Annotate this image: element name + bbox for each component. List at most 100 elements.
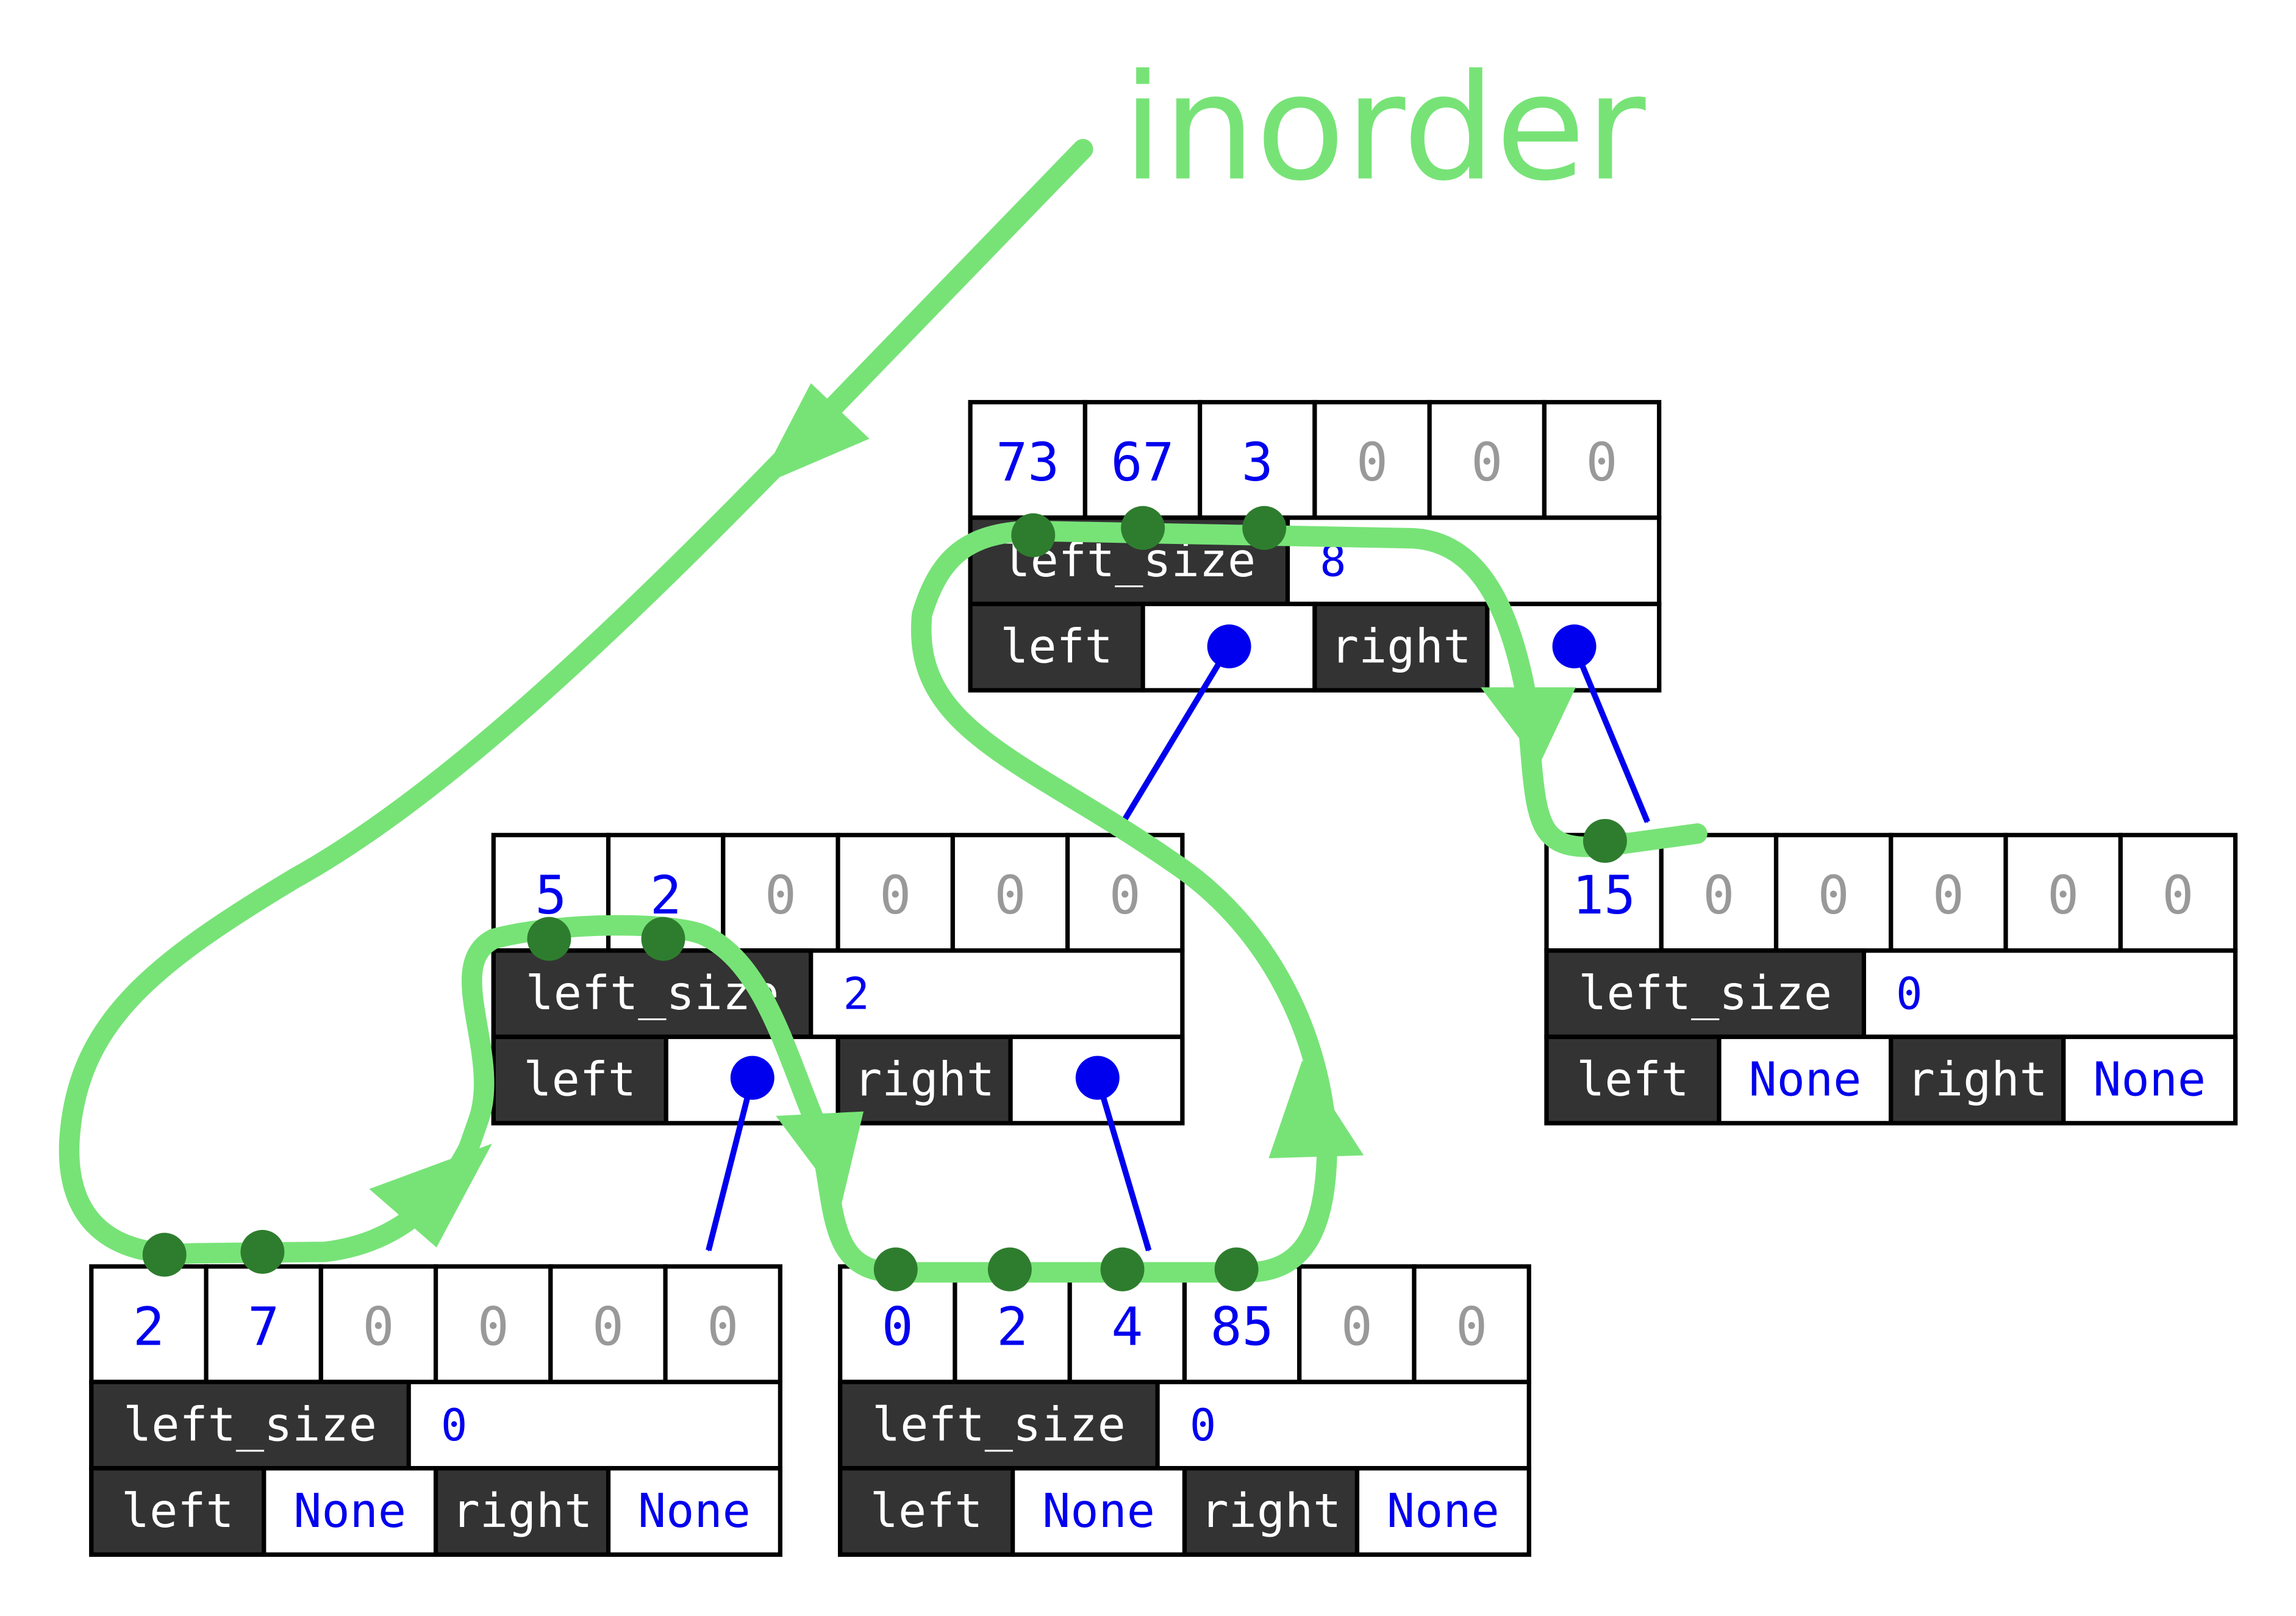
key-value: 0 [1703,865,1734,926]
visit-dot [527,917,571,961]
left-child-cell [1717,1034,1894,1126]
right-label-cell [433,1466,611,1557]
traversal-path [59,138,1708,1283]
visit-dot [240,1229,285,1274]
key-value: 0 [2047,865,2079,926]
key-value: 7 [248,1296,279,1357]
key-value: 0 [2162,865,2194,926]
right-child-cell [2061,1034,2238,1126]
left-size-value: 2 [843,968,869,1020]
visit-dot [1100,1247,1145,1292]
right-label: right [1907,1053,2048,1107]
key-value: 5 [535,865,567,926]
left-label-cell [968,601,1145,693]
left-size-label: left_size [872,1398,1126,1453]
key-value: 0 [765,865,796,926]
key-value: 0 [1109,865,1141,926]
key-value: 85 [1211,1296,1274,1357]
visit-dot [873,1247,918,1292]
right-label: right [452,1484,593,1539]
left-size-label-cell [838,1379,1160,1471]
right-child-cell [606,1466,782,1557]
traversal-arrowhead-2 [369,1143,492,1248]
key-value: 67 [1111,432,1175,493]
right-child-cell [1354,1466,1531,1557]
left-child-cell [1010,1466,1187,1557]
diagram-title: inorder [1123,43,1646,213]
left-size-label-cell [1544,948,1867,1039]
left-label: left [121,1484,234,1539]
right-child-value: None [638,1484,751,1539]
visit-dot [641,917,685,961]
key-value: 3 [1242,432,1273,493]
right-label: right [1200,1484,1341,1539]
visit-dot [1214,1247,1259,1292]
root-right-pointer-arrow [1572,645,1650,823]
key-value: 0 [477,1296,509,1357]
left-child-value: None [1748,1053,1861,1107]
left-child-value: None [1042,1484,1155,1539]
key-value: 0 [592,1296,624,1357]
visit-dot [1583,818,1627,863]
key-value: 2 [133,1296,165,1357]
visit-dot [142,1232,187,1277]
key-value: 0 [1933,865,1964,926]
key-value: 0 [362,1296,394,1357]
key-cell [663,1264,782,1384]
key-cell [318,1264,438,1384]
left-label: left [1000,620,1113,674]
key-cell [2003,832,2123,953]
left-size-value: 0 [441,1400,467,1451]
key-cell [433,1264,553,1384]
key-value: 0 [1586,432,1618,493]
key-value: 0 [1356,432,1388,493]
left-size-label: left_size [123,1398,377,1453]
key-value: 0 [994,865,1026,926]
right-label-cell [1182,1466,1360,1557]
left-label-cell [1544,1034,1722,1126]
key-value: 2 [996,1296,1028,1357]
root-left-pointer-arrow [1120,645,1232,825]
visit-dot [1242,506,1287,550]
right-label-cell [1312,601,1490,693]
right-child-value: None [2093,1053,2206,1107]
traversal-line [59,138,1708,1283]
key-value: 0 [1471,432,1503,493]
left-size-value: 0 [1896,968,1922,1020]
traversal-arrowhead-4 [1268,1060,1364,1159]
key-value: 0 [1818,865,1850,926]
right-child-value: None [1387,1484,1500,1539]
traversal-arrowhead-3 [776,1111,864,1204]
mid-left-pointer-arrow [706,1077,756,1252]
key-cell [1082,399,1203,520]
left-label: left [870,1484,983,1539]
right-label: right [854,1053,995,1107]
key-cell [1412,1264,1531,1384]
visit-dot [987,1247,1032,1292]
key-value: 0 [882,1296,914,1357]
key-value: 4 [1111,1296,1143,1357]
left-label: left [1576,1053,1689,1107]
traversal-arrowheads [369,383,1576,1248]
key-value: 0 [1341,1296,1373,1357]
mid-right-pointer-arrow [1095,1077,1152,1252]
left-label: left [523,1053,636,1107]
left-label-cell [89,1466,266,1557]
visit-dot [1121,506,1165,550]
left-label-cell [838,1466,1015,1557]
left-child-value: None [293,1484,406,1539]
pointer-arrows [706,624,1650,1252]
key-value: 73 [996,432,1059,493]
traversal-arrowhead-5 [1481,687,1576,765]
right-label: right [1331,620,1472,674]
left-size-label-cell [89,1379,411,1471]
key-value: 2 [650,865,682,926]
key-value: 0 [1456,1296,1487,1357]
visit-dot [1011,513,1056,557]
visit-dots [142,506,1627,1292]
